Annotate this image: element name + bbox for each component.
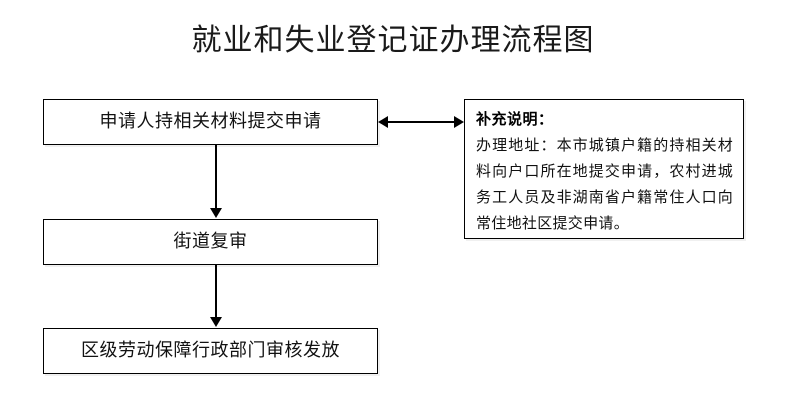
arrowhead-down-icon [210, 317, 222, 327]
connector-line [387, 121, 455, 123]
flow-node-review-label: 街道复审 [173, 231, 248, 252]
page-title: 就业和失业登记证办理流程图 [191, 23, 595, 58]
note-box: 补充说明： 办理地址：本市城镇户籍的持相关材料向户口所在地提交申请，农村进城务工… [464, 99, 744, 239]
flow-node-issue-label: 区级劳动保障行政部门审核发放 [81, 340, 340, 361]
arrowhead-right-icon [454, 116, 464, 128]
connector-apply-to-note [378, 115, 464, 129]
flow-node-apply-label: 申请人持相关材料提交申请 [99, 111, 322, 132]
flow-node-review[interactable]: 街道复审 [43, 219, 378, 265]
connector-line [215, 265, 217, 318]
arrowhead-down-icon [210, 208, 222, 218]
connector-line [215, 145, 217, 209]
note-heading: 补充说明： [476, 110, 554, 128]
connector-apply-to-review [209, 145, 223, 219]
flow-node-apply[interactable]: 申请人持相关材料提交申请 [43, 99, 378, 145]
arrowhead-left-icon [378, 116, 388, 128]
note-body-text: 办理地址：本市城镇户籍的持相关材料向户口所在地提交申请，农村进城务工人员及非湖南… [476, 136, 733, 232]
connector-review-to-issue [209, 265, 223, 328]
flow-node-issue[interactable]: 区级劳动保障行政部门审核发放 [43, 328, 378, 374]
